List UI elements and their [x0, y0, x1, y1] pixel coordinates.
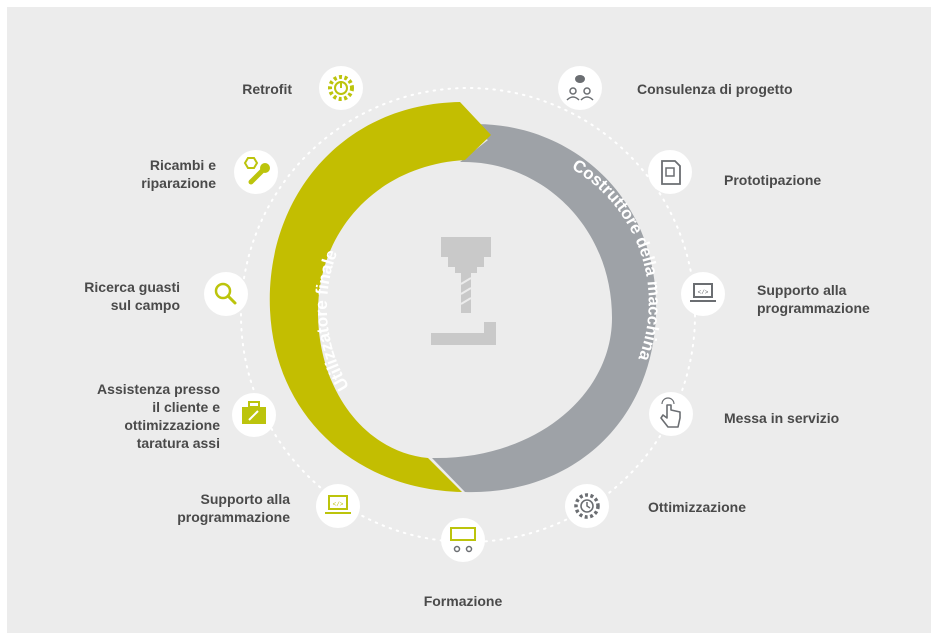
document-chip-icon — [648, 150, 692, 194]
label-consulenza-progetto: Consulenza di progetto — [637, 81, 793, 97]
milling-spindle-icon — [431, 237, 496, 345]
svg-text:</>: </> — [333, 501, 344, 508]
machine-builder-arc — [432, 124, 657, 493]
gear-power-icon — [319, 66, 363, 110]
label-retrofit: Retrofit — [242, 81, 292, 97]
end-user-arc — [269, 102, 491, 492]
label-prototipazione: Prototipazione — [724, 172, 822, 188]
label-formazione: Formazione — [423, 593, 503, 609]
hand-pointer-icon — [649, 392, 693, 436]
laptop-code-icon: </> — [316, 484, 360, 528]
label-ottimizzazione: Ottimizzazione — [648, 499, 747, 515]
trainer-board-icon — [441, 518, 485, 562]
dotted-ring — [240, 87, 696, 543]
toolbox-icon — [232, 393, 276, 437]
gear-clock-icon — [565, 484, 609, 528]
magnifier-icon — [204, 272, 248, 316]
wrench-nut-icon — [234, 150, 278, 194]
label-messa-in-servizio: Messa in servizio — [724, 410, 840, 426]
svg-text:</>: </> — [698, 289, 709, 296]
laptop-code-icon: </> — [681, 272, 725, 316]
people-chat-icon — [558, 66, 602, 110]
